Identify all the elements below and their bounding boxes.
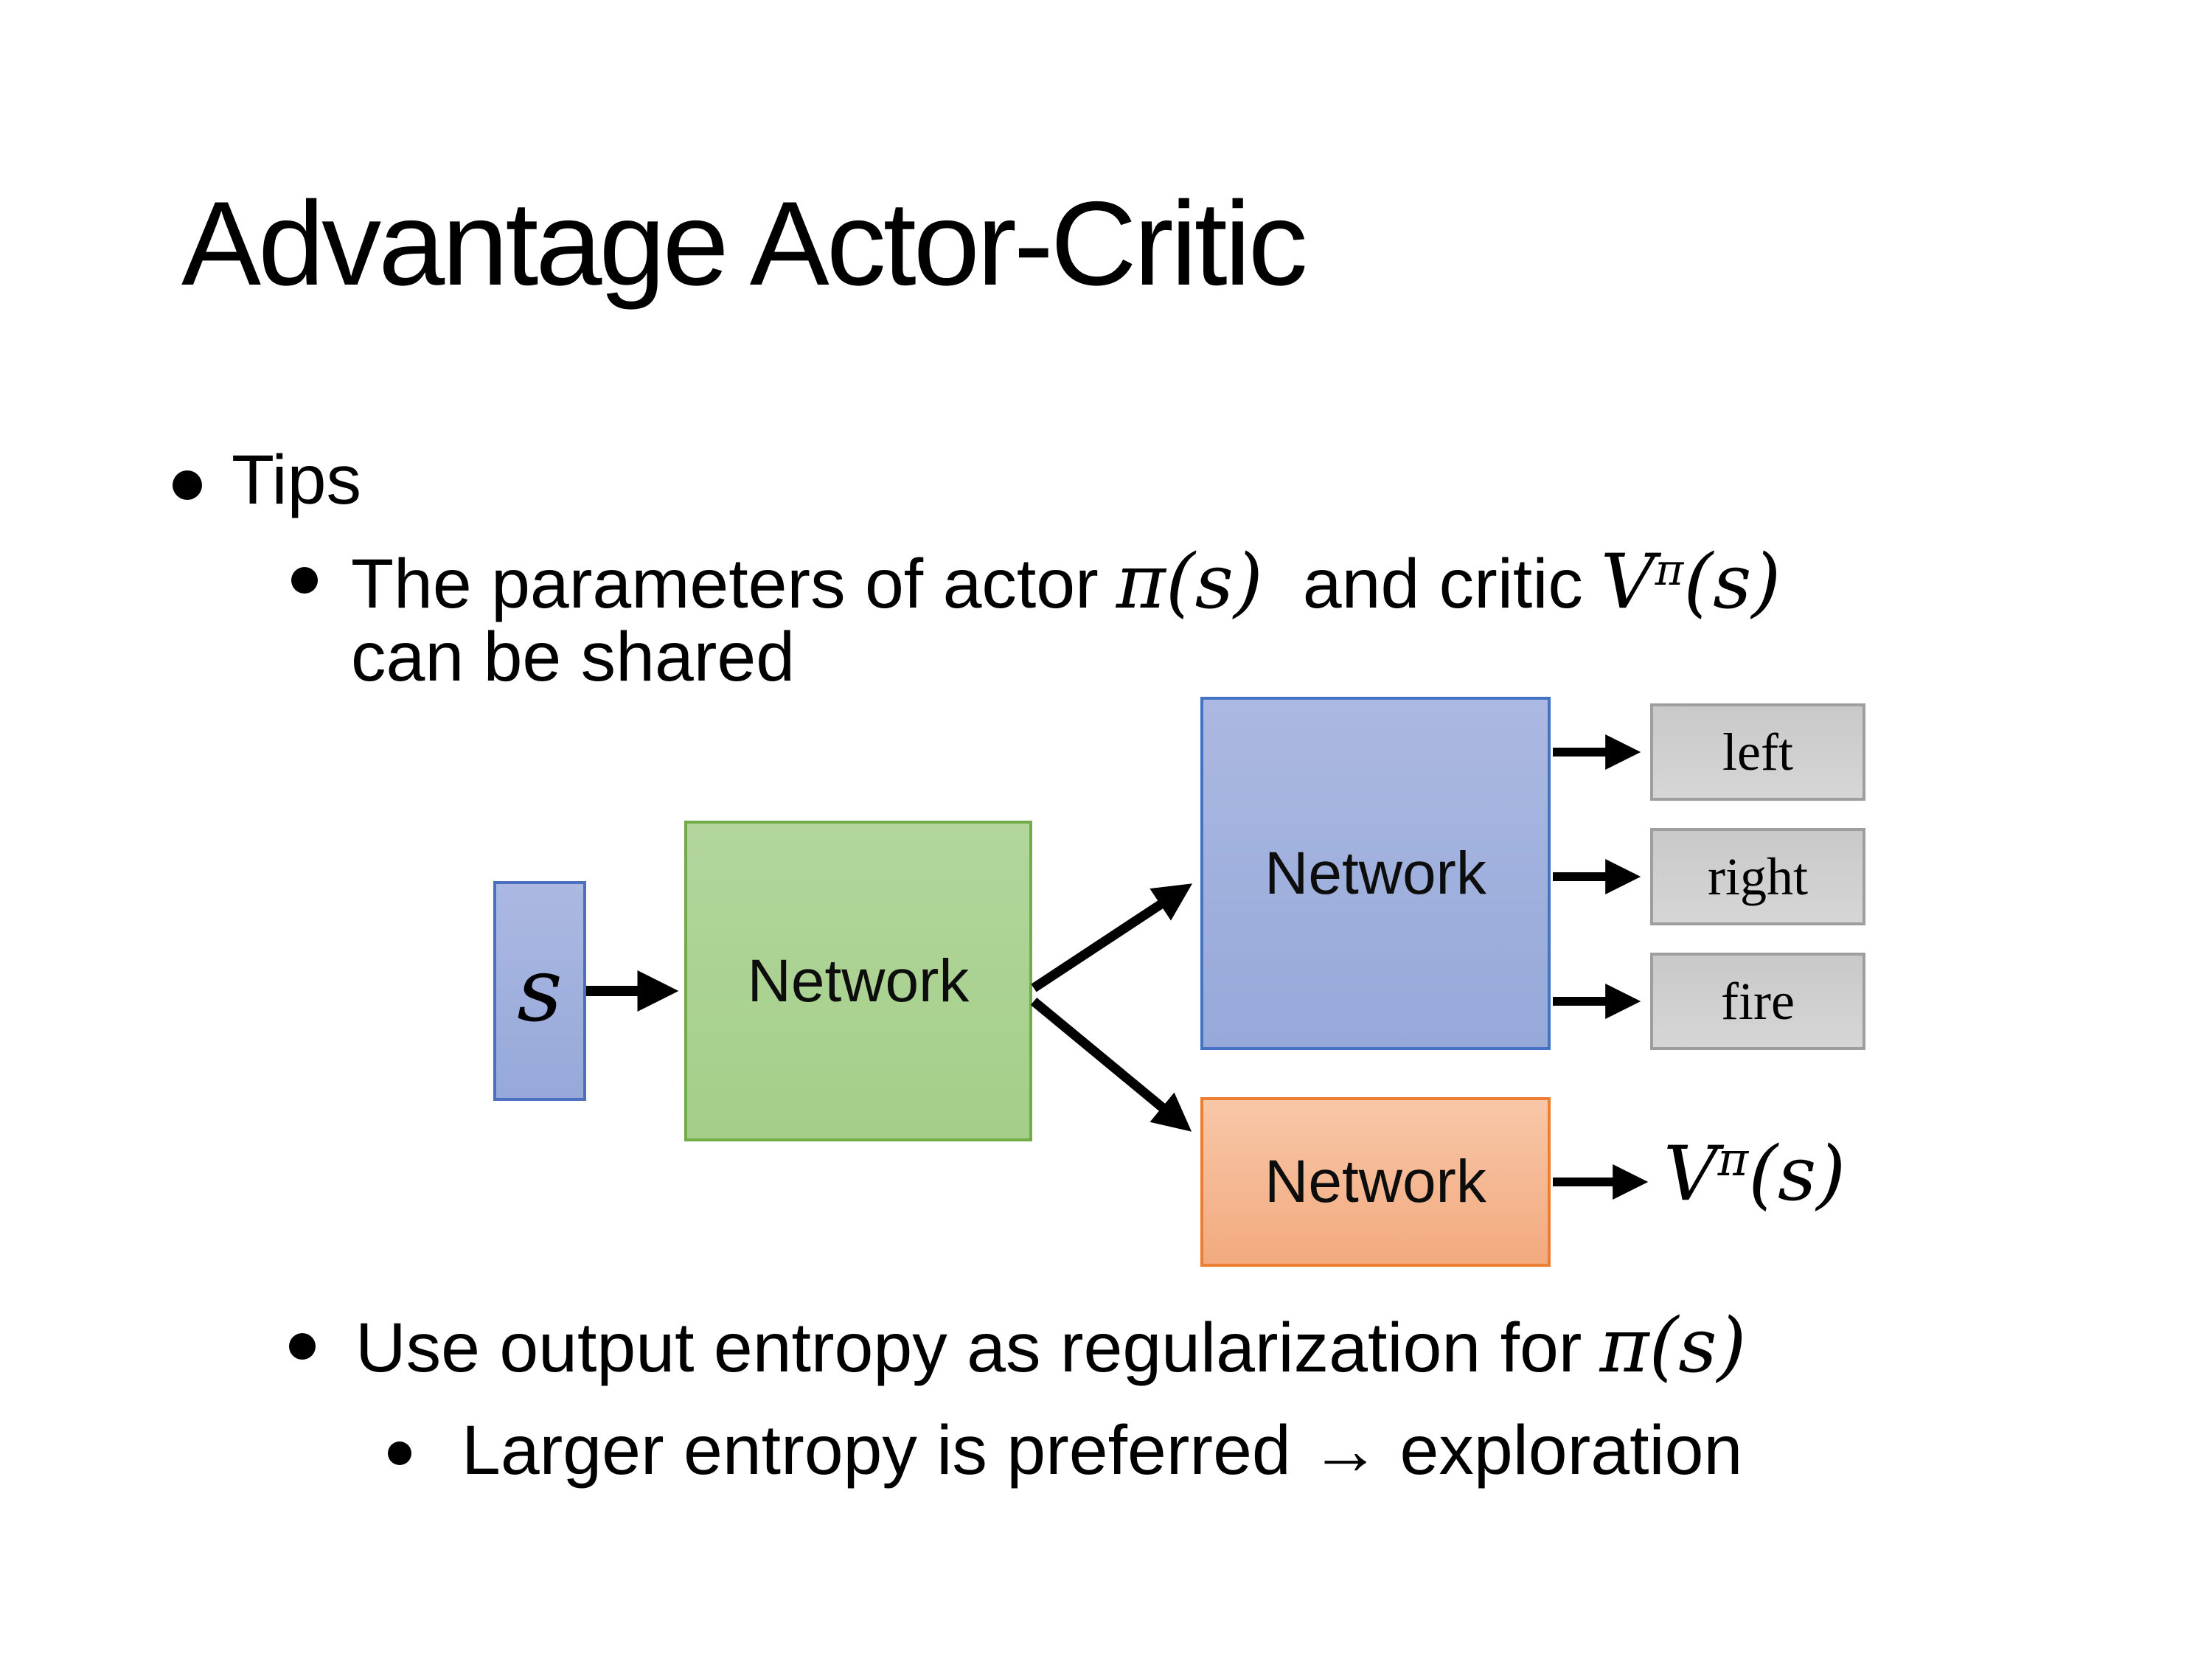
entropy-pi-math: π(s) (1599, 1302, 1747, 1390)
shared-network-box: Network (684, 821, 1032, 1141)
critic-v-arg: (s) (1683, 538, 1781, 626)
bullet-dot-shared (291, 567, 318, 594)
critic-v-base: V (1600, 538, 1655, 626)
state-input-label: s (517, 939, 563, 1042)
action-box-right: right (1650, 828, 1865, 925)
actor-network-box: Network (1200, 697, 1551, 1050)
action-label-fire: fire (1721, 972, 1795, 1031)
entropy-prefix-text: Use output entropy as regularization for (355, 1309, 1582, 1387)
action-box-left: left (1650, 703, 1865, 801)
critic-v-sup: π (1655, 544, 1684, 596)
bullet-shared-line2: can be shared (351, 618, 796, 696)
slide-title: Advantage Actor-Critic (181, 177, 1308, 310)
arrow-shared-to-actor (1031, 883, 1193, 992)
action-label-left: left (1722, 723, 1793, 782)
value-arg: (s) (1748, 1130, 1846, 1218)
arrow-shared-to-critic (1030, 997, 1192, 1132)
bullet-tips: Tips (232, 441, 361, 519)
action-box-fire: fire (1650, 953, 1865, 1050)
actor-pi-math: π(s) (1116, 538, 1263, 626)
state-input-box: s (493, 881, 586, 1101)
bullet-dot-entropy (289, 1333, 316, 1360)
critic-network-label: Network (1265, 1148, 1486, 1215)
shared-prefix-text: The parameters of actor (351, 545, 1099, 623)
shared-mid-text: and critic (1302, 545, 1583, 623)
action-label-right: right (1708, 847, 1808, 906)
value-sup: π (1717, 1132, 1749, 1187)
bullet-dot-level1 (173, 470, 202, 500)
critic-network-box: Network (1200, 1097, 1551, 1267)
shared-network-label: Network (747, 947, 970, 1015)
value-base: V (1663, 1130, 1718, 1218)
bullet-entropy: Use output entropy as regularization for… (355, 1309, 1746, 1384)
critic-value-output: Vπ(s) (1663, 1136, 1846, 1212)
bullet-exploration: Larger entropy is preferred → exploratio… (462, 1411, 1743, 1489)
actor-network-label: Network (1265, 839, 1486, 907)
bullet-dot-exploration (388, 1441, 411, 1465)
